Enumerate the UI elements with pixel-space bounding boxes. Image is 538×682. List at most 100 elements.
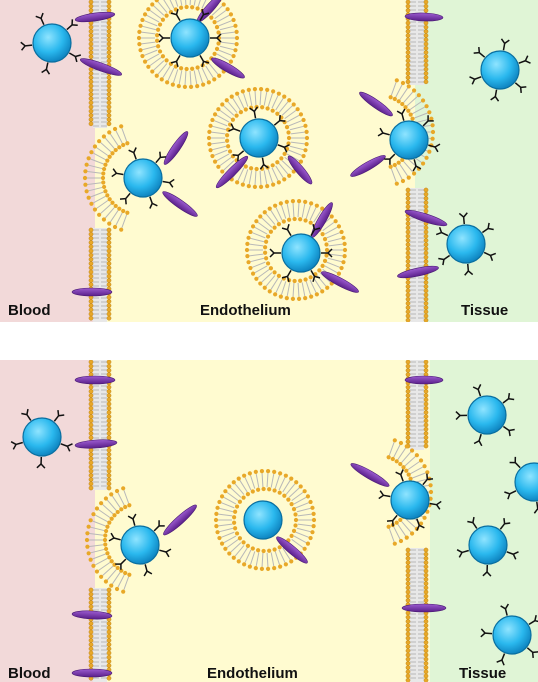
receptor <box>71 668 113 678</box>
label-blood: Blood <box>8 302 51 319</box>
ligand <box>428 144 436 148</box>
ligand <box>113 537 121 541</box>
diagram-canvas <box>0 360 538 682</box>
label-endothelium: Endothelium <box>207 665 298 682</box>
nanoparticle <box>158 8 222 68</box>
diagram-canvas <box>0 0 538 322</box>
ligand <box>501 653 506 661</box>
ligand <box>273 120 281 126</box>
ligand <box>502 43 506 51</box>
ligand <box>199 54 205 62</box>
ligand <box>286 269 292 277</box>
nanoparticle <box>20 12 82 75</box>
receptor <box>163 504 197 536</box>
receptor <box>397 265 439 279</box>
ligand <box>528 620 536 626</box>
vesicle <box>136 0 240 90</box>
ligand <box>416 518 420 526</box>
receptor <box>162 191 198 217</box>
ligand <box>400 474 404 482</box>
receptor <box>71 287 113 297</box>
ligand <box>383 494 391 498</box>
ligand <box>509 490 517 495</box>
ligand <box>120 558 127 565</box>
receptor <box>71 610 113 620</box>
ligand <box>518 60 526 64</box>
membrane-pocket <box>84 486 132 594</box>
membrane-bilayer <box>405 547 429 682</box>
receptor <box>359 91 393 117</box>
receptor <box>404 375 444 385</box>
ligand <box>133 152 137 160</box>
ligand <box>499 523 506 530</box>
nanoparticle <box>455 384 515 447</box>
ligand <box>466 263 470 271</box>
ligand <box>199 14 205 22</box>
ligand <box>253 111 257 119</box>
receptor <box>276 536 308 564</box>
receptor <box>350 463 390 487</box>
membrane-pocket <box>82 124 130 232</box>
ligand <box>382 132 390 136</box>
nanoparticle <box>435 212 497 276</box>
ligand <box>125 192 131 200</box>
ligand <box>310 269 316 277</box>
ligand <box>392 514 398 522</box>
label-endothelium: Endothelium <box>200 302 291 319</box>
ligand <box>286 229 292 237</box>
membrane-bilayer <box>88 360 112 491</box>
membrane-bilayer <box>405 360 429 450</box>
ligand <box>389 153 396 160</box>
ligand <box>277 144 285 148</box>
receptor <box>215 155 249 189</box>
ligand <box>477 389 482 397</box>
receptor <box>211 57 245 79</box>
ligand <box>153 525 160 532</box>
ligand <box>237 150 245 156</box>
label-tissue: Tissue <box>459 665 507 682</box>
ligand <box>443 254 451 261</box>
ligand <box>514 82 522 88</box>
ligand <box>462 217 466 225</box>
ligand <box>472 522 478 529</box>
nanoparticle <box>10 408 73 469</box>
ligand <box>40 18 45 26</box>
ligand <box>45 62 49 70</box>
ligand <box>26 414 32 421</box>
ligand <box>162 180 170 184</box>
ligand <box>514 462 521 469</box>
receptor <box>404 12 444 22</box>
receptor <box>79 58 123 76</box>
receptor <box>404 209 448 227</box>
ligand <box>413 159 417 167</box>
nanoparticle <box>378 469 442 531</box>
receptor <box>74 11 116 23</box>
ligand <box>175 14 181 22</box>
ligand <box>461 549 469 554</box>
nanoparticle <box>377 108 441 172</box>
ligand <box>60 443 68 447</box>
ligand <box>155 156 161 164</box>
ligand <box>526 647 534 653</box>
ligand <box>502 425 510 432</box>
ligand <box>483 251 491 257</box>
receptor <box>287 155 313 185</box>
ligand <box>506 551 514 555</box>
nanoparticle <box>108 513 172 577</box>
ligand <box>261 157 265 165</box>
nanoparticle <box>111 147 175 209</box>
nanoparticle <box>243 500 283 540</box>
nanoparticle <box>469 38 531 102</box>
nanoparticle <box>228 106 290 170</box>
nanoparticle <box>269 223 333 283</box>
receptor <box>321 271 359 293</box>
receptor <box>163 131 189 165</box>
ligand <box>504 608 508 616</box>
receptor <box>401 603 447 613</box>
ligand <box>401 113 405 121</box>
ligand <box>68 52 76 58</box>
ligand <box>149 196 153 204</box>
ligand <box>441 231 449 237</box>
ligand <box>175 54 181 62</box>
ligand <box>15 441 23 446</box>
